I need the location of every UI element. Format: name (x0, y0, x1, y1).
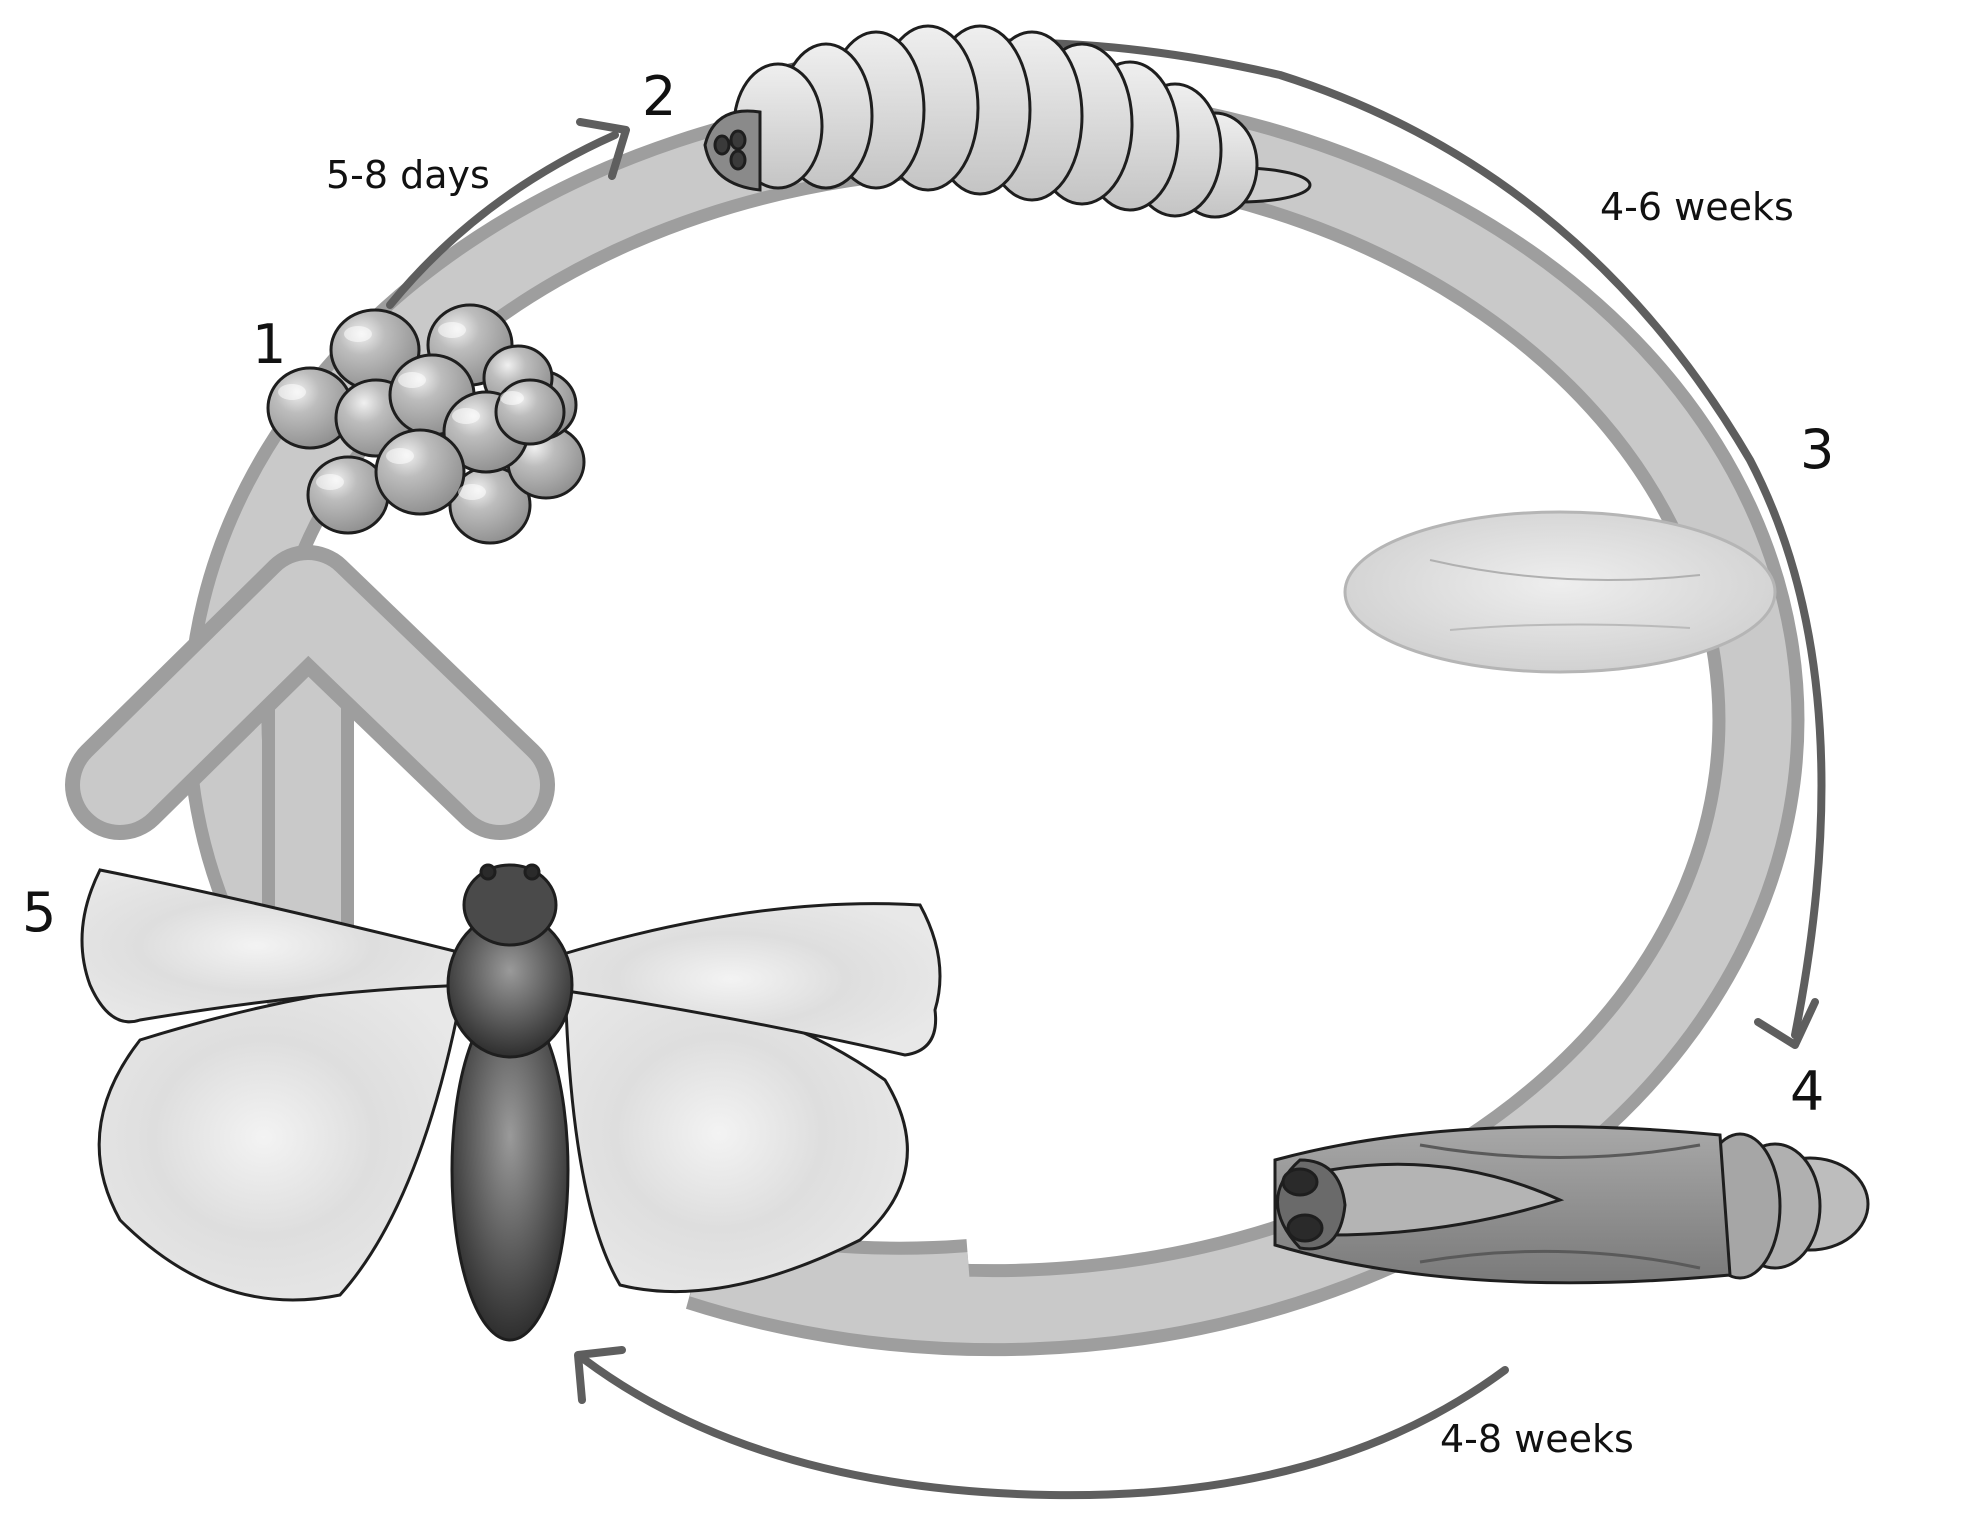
egg-highlights (278, 322, 524, 500)
adult-moth-illustration (80, 863, 942, 1342)
cocoon-illustration (1343, 510, 1777, 674)
stage-number-3: 3 (1800, 418, 1835, 481)
stage-number-1: 1 (252, 313, 287, 376)
stage-number-5: 5 (22, 881, 57, 944)
larva-illustration (703, 24, 1312, 219)
pupa-illustration (1273, 1125, 1870, 1285)
duration-pupa-to-adult: 4-8 weeks (1440, 1417, 1634, 1461)
duration-egg-to-larva: 5-8 days (326, 153, 490, 197)
arrow-pupa-to-adult (574, 1346, 1509, 1500)
arrow-egg-to-larva (386, 118, 630, 309)
stage-number-4: 4 (1790, 1060, 1825, 1123)
duration-larva-to-cocoon: 4-6 weeks (1600, 185, 1794, 229)
stage-number-2: 2 (642, 65, 677, 128)
